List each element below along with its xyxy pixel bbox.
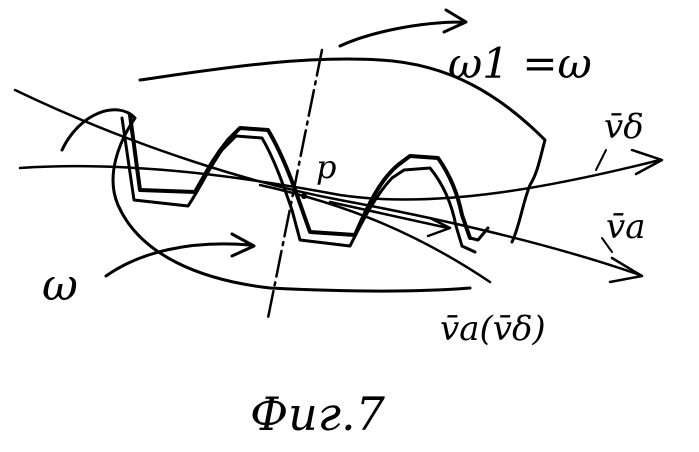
pole-point: [301, 193, 307, 199]
pole-label: р: [316, 148, 336, 186]
v-a-label: v̄a: [606, 207, 645, 247]
pole-velocity-arrow: [330, 202, 450, 236]
figure-caption: Фиг.7: [250, 387, 386, 441]
v-delta-label: v̄δ: [604, 107, 644, 147]
v-a-v-delta-label: v̄a(v̄δ): [440, 309, 546, 349]
pinion-tooth-profile: [130, 115, 470, 238]
rotation-arrow-omega: [106, 234, 254, 276]
omega1-label: ω1 =ω: [448, 39, 592, 88]
label-leader-vdelta: [596, 150, 606, 170]
omega-label: ω: [42, 260, 78, 311]
pitch-curve: [20, 160, 660, 200]
